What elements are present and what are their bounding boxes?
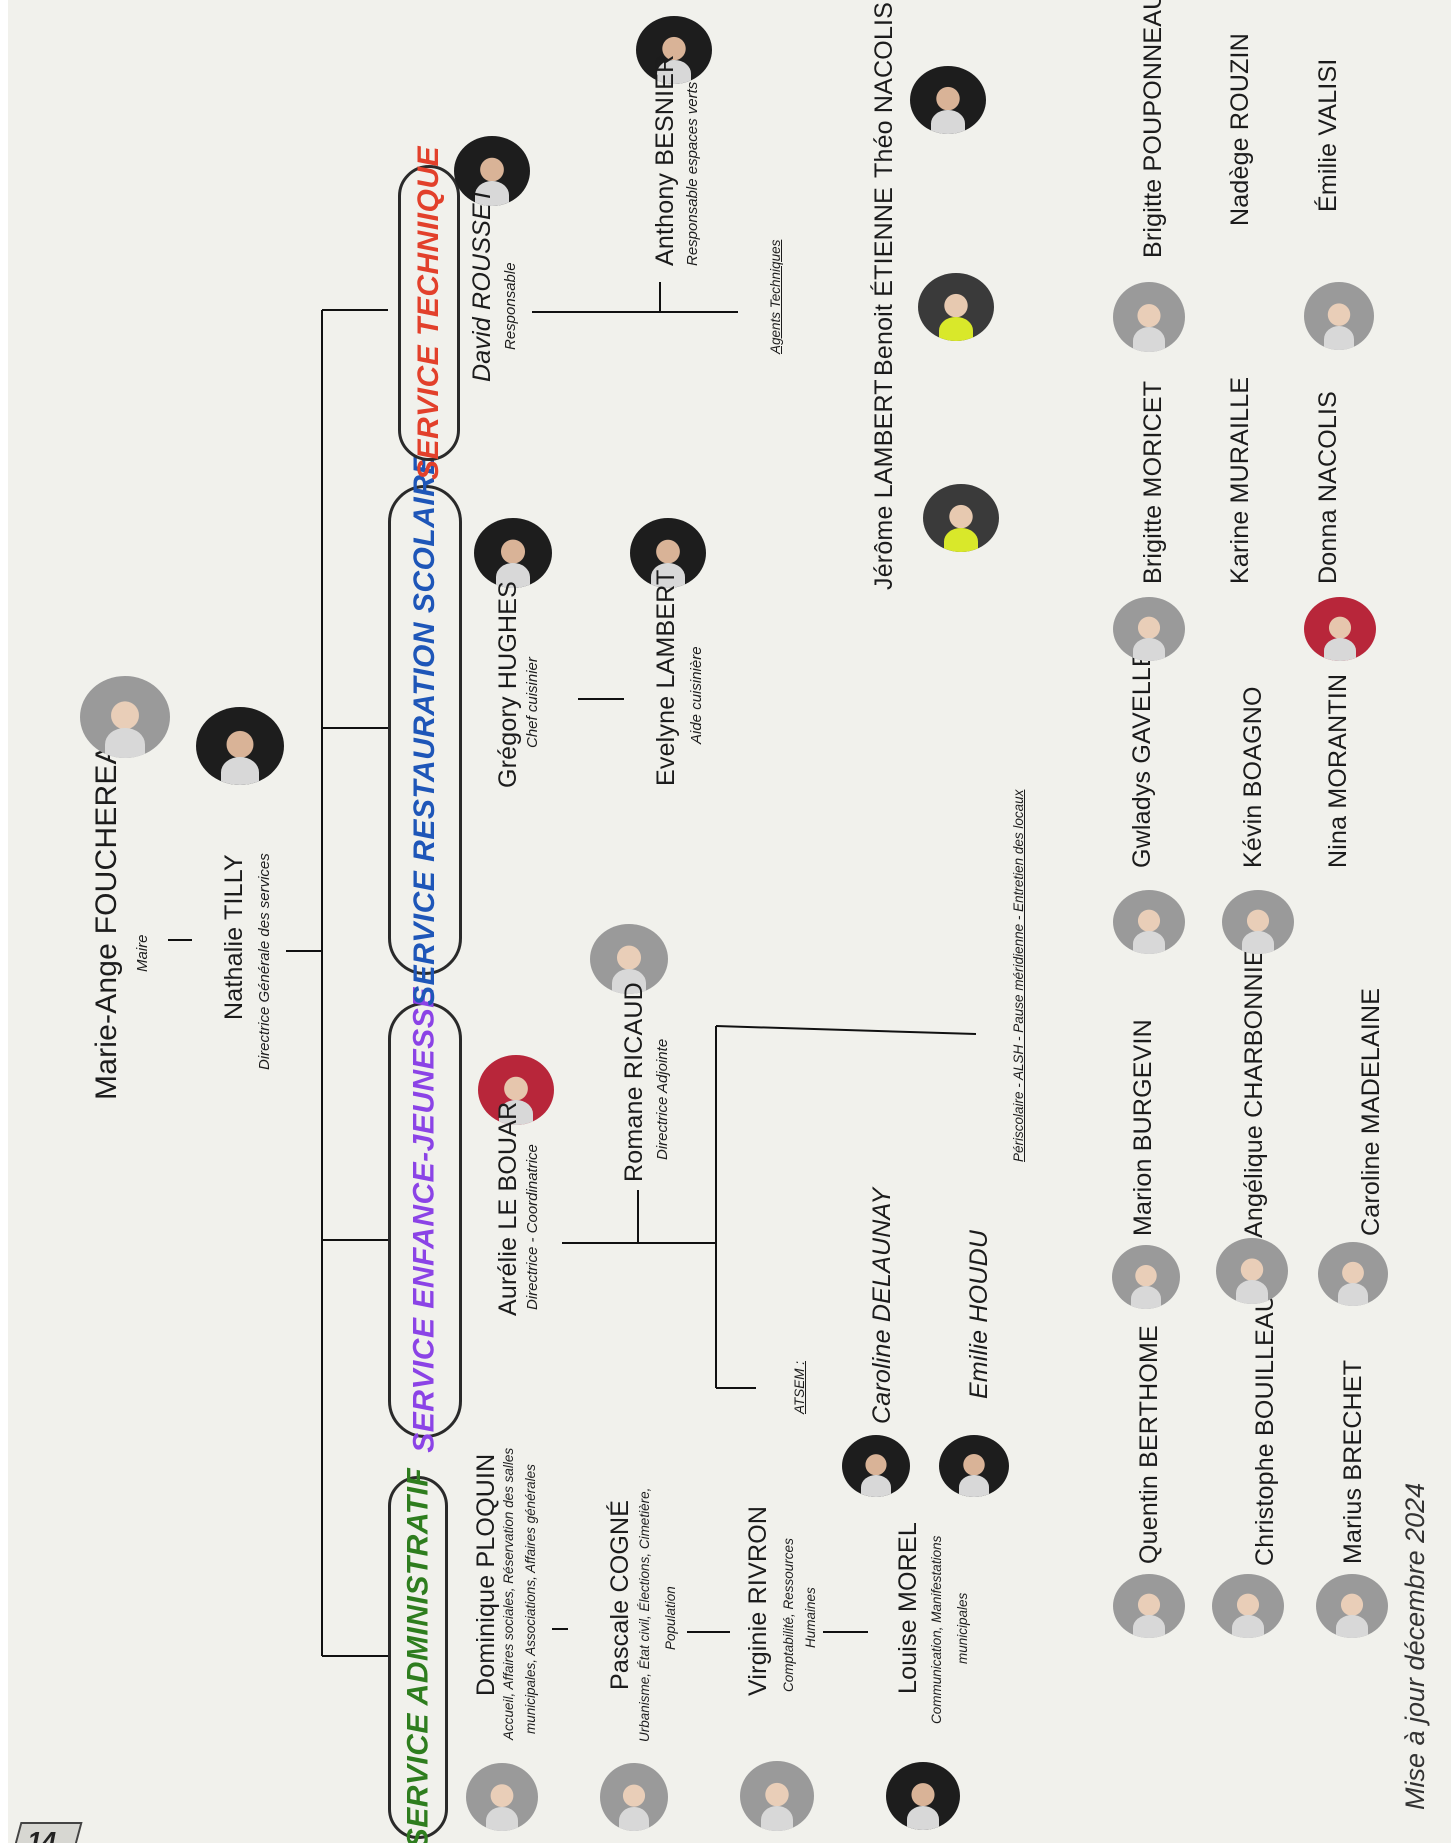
photo-virginie-rivron [740, 1761, 814, 1831]
page-number: 14 [27, 1826, 57, 1843]
service-enfance-jeunesse-header: SERVICE ENFANCE-JEUNESSE [388, 987, 462, 1453]
photo-benoit-etienne [918, 273, 994, 341]
peri-member-name: Kévin BOAGNO [1239, 686, 1267, 868]
restauration-chef-role: Chef cuisinier [524, 657, 541, 748]
service-restauration-scolaire-header: SERVICE RESTAURATION SCOLAIRE [388, 454, 462, 1006]
org-chart-connector-lines [168, 282, 977, 1657]
restauration-chef-name: Grégory HUGHES [494, 580, 522, 788]
peri-member-name: Caroline MADELAINE [1357, 987, 1385, 1236]
restauration-aide-role: Aide cuisinière [688, 646, 705, 744]
photo-marius-brechet [1316, 1574, 1388, 1638]
peri-member-name: Karine MURAILLE [1226, 376, 1254, 584]
peri-member-name: Marius BRECHET [1339, 1359, 1367, 1564]
peri-member-name: Brigitte POUPONNEAU [1139, 0, 1167, 258]
admin-member-role: Comptabilité, Ressources [781, 1538, 796, 1692]
photo-david-rousset [454, 136, 530, 206]
enfance-head-name: Aurélie LE BOUAR [494, 1101, 522, 1316]
dgs-name: Nathalie TILLY [220, 854, 248, 1020]
technique-head-name: David ROUSSET [468, 187, 496, 382]
photo-marion-burgevin [1112, 1245, 1180, 1309]
service-administratif-header: SERVICE ADMINISTRATIF [388, 1467, 448, 1843]
service-administratif-title: SERVICE ADMINISTRATIF [401, 1467, 435, 1843]
admin-member-role: Population [663, 1586, 678, 1650]
photo-emilie-houdu [939, 1435, 1009, 1497]
service-technique-title: SERVICE TECHNIIQUE [412, 145, 445, 481]
admin-member-name: Pascale COGNÉ [606, 1499, 634, 1690]
mayor-photo [80, 676, 170, 758]
mayor-role: Maire [134, 934, 151, 972]
admin-member-role: Communication, Manifestations [929, 1535, 944, 1724]
enfance-deputy-role: Directrice Adjointe [654, 1038, 671, 1160]
admin-member-role: Urbanisme, État civil, Élections, Cimeti… [637, 1487, 652, 1742]
agents-techniques-label: Agents Techniques [768, 239, 783, 354]
admin-member-name: Louise MOREL [894, 1522, 922, 1694]
photo-christophe-bouilleau [1212, 1574, 1284, 1638]
atsem-member-name: Caroline DELAUNAY [868, 1187, 896, 1424]
technique-agent-name: Jérôme LAMBERT [870, 379, 898, 590]
photo-quentin-berthome [1113, 1574, 1185, 1638]
atsem-label: ATSEM : [792, 1360, 807, 1414]
dgs-photo [196, 707, 284, 785]
photo-emilie-valisi [1304, 282, 1374, 350]
photo-caroline-delaunay [842, 1435, 910, 1497]
update-date: Mise à jour décembre 2024 [1400, 1482, 1430, 1810]
restauration-aide-name: Evelyne LAMBERT [652, 569, 680, 786]
periscolaire-label: Périscolaire - ALSH - Pause méridienne -… [1011, 789, 1026, 1162]
peri-member-name: Nina MORANTIN [1324, 673, 1352, 868]
technique-espaces-name: Anthony BESNIER [651, 54, 679, 266]
peri-member-name: Gwladys GAVELLE [1128, 650, 1156, 868]
photo-evelyne-lambert [630, 518, 706, 588]
technique-agent-name: Benoit ÉTIENNE [870, 187, 898, 376]
page-number-badge: 14 [11, 1822, 83, 1843]
photo-donna-nacolis [1304, 597, 1376, 661]
photo-jerome-lambert [923, 484, 999, 552]
peri-member-name: Donna NACOLIS [1314, 391, 1342, 584]
peri-member-name: Christophe BOUILLEAU [1251, 1293, 1279, 1566]
photo-kevin-boagno [1222, 890, 1294, 954]
org-chart-page: Marie-Ange FOUCHEREAU Maire Nathalie TIL… [8, 0, 1451, 1843]
photo-gwladys-gavelle [1113, 890, 1185, 954]
enfance-deputy-name: Romane RICAUD [620, 982, 648, 1182]
admin-member-name: Dominique PLOQUIN [472, 1453, 500, 1696]
technique-head-role: Responsable [502, 262, 519, 350]
photo-theo-nacolis [910, 66, 986, 134]
admin-member-role: municipales, Associations, Affaires géné… [523, 1464, 538, 1734]
photo-caroline-madelaine [1318, 1242, 1388, 1306]
peri-member-name: Émilie VALISI [1314, 58, 1342, 212]
photo-anthony-besnier [636, 16, 712, 84]
photo-brigitte-moricet [1113, 597, 1185, 661]
admin-member-role: municipales [955, 1592, 970, 1664]
admin-member-role: Accueil, Affaires sociales, Réservation … [501, 1447, 516, 1740]
mayor-name: Marie-Ange FOUCHEREAU [90, 722, 123, 1100]
peri-member-name: Quentin BERTHOME [1135, 1325, 1163, 1564]
atsem-member-name: Emilie HOUDU [965, 1229, 993, 1399]
service-technique-header: SERVICE TECHNIIQUE [398, 146, 460, 480]
peri-member-name: Marion BURGEVIN [1129, 1019, 1157, 1236]
service-enfance-jeunesse-title: SERVICE ENFANCE-JEUNESSE [408, 987, 442, 1453]
peri-member-name: Brigitte MORICET [1139, 380, 1167, 584]
service-restauration-scolaire-title: SERVICE RESTAURATION SCOLAIRE [408, 454, 442, 1006]
admin-member-role: Humaines [803, 1587, 818, 1648]
peri-member-name: Nadège ROUZIN [1226, 33, 1254, 226]
enfance-head-role: Directrice - Coordinatrice [524, 1144, 541, 1310]
photo-brigitte-pouponneau [1113, 282, 1185, 352]
technique-agent-name: Théo NACOLIS [870, 1, 898, 178]
photo-louise-morel [886, 1762, 960, 1830]
technique-espaces-role: Responsable espaces verts [684, 81, 701, 266]
peri-member-name: Angélique CHARBONNIER [1240, 930, 1268, 1238]
photo-angelique-charbonnier [1216, 1238, 1288, 1304]
admin-member-name: Virginie RIVRON [744, 1505, 772, 1696]
photo-pascale-cogne [600, 1763, 668, 1831]
photo-romane-ricaud [590, 924, 668, 994]
photo-dominique-ploquin [466, 1763, 538, 1831]
dgs-role: Directrice Générale des services [256, 853, 273, 1070]
photo-aurelie-le-bouar [478, 1055, 554, 1125]
photo-gregory-hughes [474, 518, 552, 588]
